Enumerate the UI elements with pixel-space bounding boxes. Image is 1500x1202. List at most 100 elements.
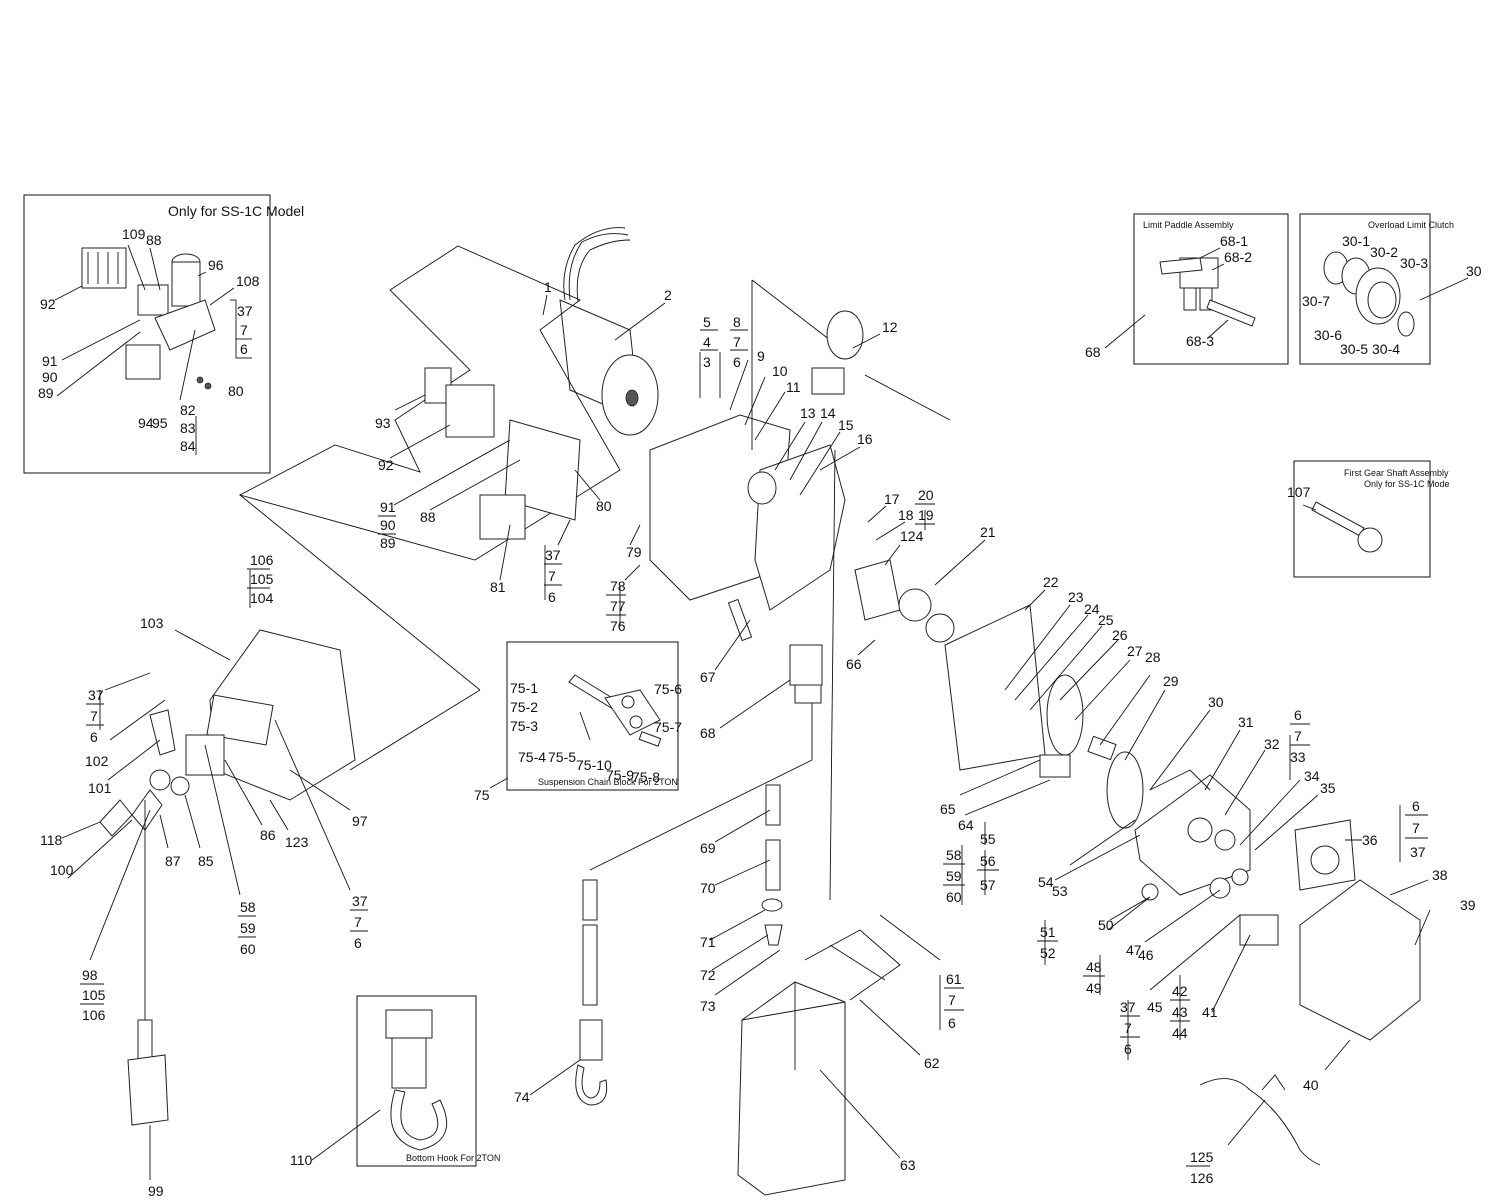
inset-title: Bottom Hook For 2TON bbox=[406, 1153, 500, 1163]
part-number-label: 60 bbox=[946, 889, 962, 905]
part-number-label: 16 bbox=[857, 431, 873, 447]
part-number-label: 6 bbox=[90, 729, 98, 745]
part-number-label: 85 bbox=[198, 853, 214, 869]
part-number-label: 53 bbox=[1052, 883, 1068, 899]
part-number-label: 30-7 bbox=[1302, 293, 1330, 309]
part-number-label: 37 bbox=[352, 893, 368, 909]
part-number-label: 94 bbox=[138, 415, 154, 431]
part-number-label: 68 bbox=[1085, 344, 1101, 360]
part-number-label: 7 bbox=[354, 914, 362, 930]
part-number-label: 12 bbox=[882, 319, 898, 335]
transformer-illustration bbox=[125, 344, 161, 380]
part-number-label: 75-4 bbox=[518, 749, 546, 765]
part-number-label: 92 bbox=[40, 296, 56, 312]
part-number-label: 75-9 bbox=[606, 767, 634, 783]
part-number-label: 15 bbox=[838, 417, 854, 433]
part-number-label: 99 bbox=[148, 1183, 164, 1199]
part-number-label: 64 bbox=[958, 817, 974, 833]
inset-title: Suspension Chain Block For 2TON bbox=[538, 777, 678, 787]
part-number-label: 22 bbox=[1043, 574, 1059, 590]
inset-overload-limit-clutch: Overload Limit Clutch 30-1 30-2 30-3 30-… bbox=[1299, 213, 1454, 365]
part-number-label: 68-3 bbox=[1186, 333, 1214, 349]
part-number-label: 61 bbox=[946, 971, 962, 987]
part-number-label: 75-6 bbox=[654, 681, 682, 697]
relay-illustration bbox=[137, 284, 169, 316]
part-number-label: 88 bbox=[420, 509, 436, 525]
part-number-label: 7 bbox=[240, 322, 248, 338]
part-number-label: 109 bbox=[122, 226, 146, 242]
inset-ss1c-model: Only for SS-1C Model bbox=[23, 194, 304, 474]
part-number-label: 7 bbox=[90, 708, 98, 724]
part-number-label: 90 bbox=[380, 517, 396, 533]
part-number-label: 43 bbox=[1172, 1004, 1188, 1020]
inset-suspension-chain-block: Suspension Chain Block For 2TON 75-1 75-… bbox=[506, 641, 682, 791]
part-number-label: 75-2 bbox=[510, 699, 538, 715]
part-number-label: 60 bbox=[240, 941, 256, 957]
part-number-label: 30-1 bbox=[1342, 233, 1370, 249]
part-number-label: 75-7 bbox=[654, 719, 682, 735]
part-number-label: 93 bbox=[375, 415, 391, 431]
part-number-label: 41 bbox=[1202, 1004, 1218, 1020]
part-number-label: 33 bbox=[1290, 749, 1306, 765]
inset-labels-ss1c: 109 88 96 108 92 37 7 6 91 90 89 80 82 8… bbox=[38, 226, 260, 455]
part-number-label: 89 bbox=[38, 385, 54, 401]
part-number-label: 7 bbox=[1294, 728, 1302, 744]
part-number-label: 4 bbox=[703, 334, 711, 350]
part-number-label: 102 bbox=[85, 753, 109, 769]
part-number-label: 23 bbox=[1068, 589, 1084, 605]
part-number-label: 66 bbox=[846, 656, 862, 672]
main-assembly-illustration bbox=[99, 227, 1421, 1196]
part-number-label: 75-5 bbox=[548, 749, 576, 765]
part-number-label: 38 bbox=[1432, 867, 1448, 883]
part-number-label: 73 bbox=[700, 998, 716, 1014]
part-number-label: 7 bbox=[1412, 820, 1420, 836]
part-number-label: 59 bbox=[240, 920, 256, 936]
part-number-label: 62 bbox=[924, 1055, 940, 1071]
part-number-label: 7 bbox=[1124, 1020, 1132, 1036]
part-number-label: 11 bbox=[786, 379, 801, 395]
part-number-label: 68 bbox=[700, 725, 716, 741]
inset-title: Limit Paddle Assembly bbox=[1143, 220, 1234, 230]
part-number-label: 13 bbox=[800, 405, 816, 421]
part-number-label: 79 bbox=[626, 544, 642, 560]
part-number-label: 91 bbox=[42, 353, 58, 369]
part-number-label: 30-6 bbox=[1314, 327, 1342, 343]
part-number-label: 91 bbox=[380, 499, 396, 515]
part-number-label: 28 bbox=[1145, 649, 1161, 665]
part-number-label: 37 bbox=[1120, 999, 1136, 1015]
part-number-label: 80 bbox=[596, 498, 612, 514]
part-number-label: 65 bbox=[940, 801, 956, 817]
part-number-label: 58 bbox=[946, 847, 962, 863]
inset-title: Overload Limit Clutch bbox=[1368, 220, 1454, 230]
part-number-label: 49 bbox=[1086, 980, 1102, 996]
part-number-label: 59 bbox=[946, 868, 962, 884]
part-number-label: 96 bbox=[208, 257, 224, 273]
part-number-labels: 1 2 5 4 3 8 7 6 9 10 11 12 13 14 15 16 1… bbox=[40, 263, 1482, 1199]
part-number-label: 75-8 bbox=[632, 769, 660, 785]
part-number-label: 69 bbox=[700, 840, 716, 856]
inset-title-line2: Only for SS-1C Mode bbox=[1364, 479, 1450, 489]
leader-lines bbox=[61, 277, 1469, 1180]
part-number-label: 81 bbox=[490, 579, 506, 595]
part-number-label: 7 bbox=[733, 334, 741, 350]
part-number-label: 97 bbox=[352, 813, 368, 829]
inset-limit-paddle-assembly: Limit Paddle Assembly 68-1 68-2 68-3 bbox=[1133, 213, 1289, 365]
part-number-label: 42 bbox=[1172, 983, 1188, 999]
part-number-label: 105 bbox=[82, 987, 106, 1003]
part-number-label: 86 bbox=[260, 827, 276, 843]
part-number-label: 95 bbox=[152, 415, 168, 431]
part-number-label: 54 bbox=[1038, 874, 1054, 890]
part-number-label: 7 bbox=[548, 568, 556, 584]
part-number-label: 34 bbox=[1304, 768, 1320, 784]
part-number-label: 6 bbox=[240, 341, 248, 357]
part-number-label: 29 bbox=[1163, 673, 1179, 689]
part-number-label: 24 bbox=[1084, 601, 1100, 617]
part-number-label: 1 bbox=[544, 279, 552, 295]
part-number-label: 70 bbox=[700, 880, 716, 896]
part-number-label: 77 bbox=[610, 598, 626, 614]
inset-first-gear-shaft-assembly: First Gear Shaft Assembly Only for SS-1C… bbox=[1293, 460, 1450, 578]
part-number-label: 52 bbox=[1040, 945, 1056, 961]
part-number-label: 6 bbox=[1412, 798, 1420, 814]
part-number-label: 14 bbox=[820, 405, 836, 421]
part-number-label: 30-4 bbox=[1372, 341, 1400, 357]
